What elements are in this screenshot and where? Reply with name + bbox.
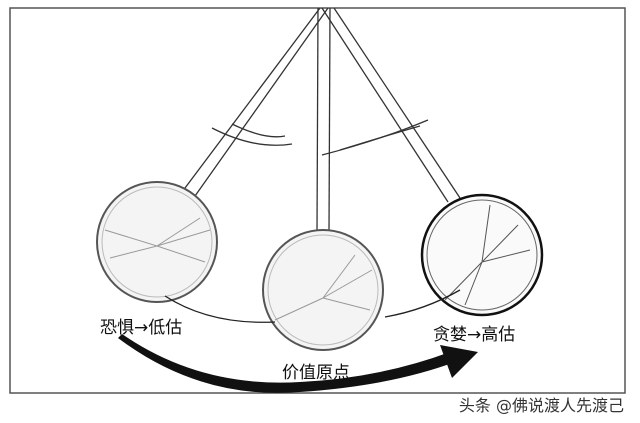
rod-center-b [328,7,331,233]
bob-center [262,229,384,351]
swing-arc-right-2 [339,125,421,151]
rod-right-b [333,7,461,199]
label-value-origin: 价值原点 [282,363,350,383]
swing-arc-left [211,127,293,146]
swing-arc-left-2 [231,123,286,138]
watermark: 头条 @佛说渡人先渡己 [458,396,624,415]
label-greed-overvalued: 贪婪→高估 [433,325,516,345]
bob-right [420,193,544,317]
rod-left-a [184,7,321,189]
arrow-head-icon [440,345,478,378]
direction-arrow [118,334,455,393]
path-left-to-center [164,295,276,323]
label-fear-undervalued: 恐惧→低估 [100,318,183,338]
bob-left [96,181,218,303]
rod-right-a [321,7,449,203]
path-center-to-right [384,289,461,318]
rod-left-b [194,7,329,197]
rod-center-a [316,7,319,233]
